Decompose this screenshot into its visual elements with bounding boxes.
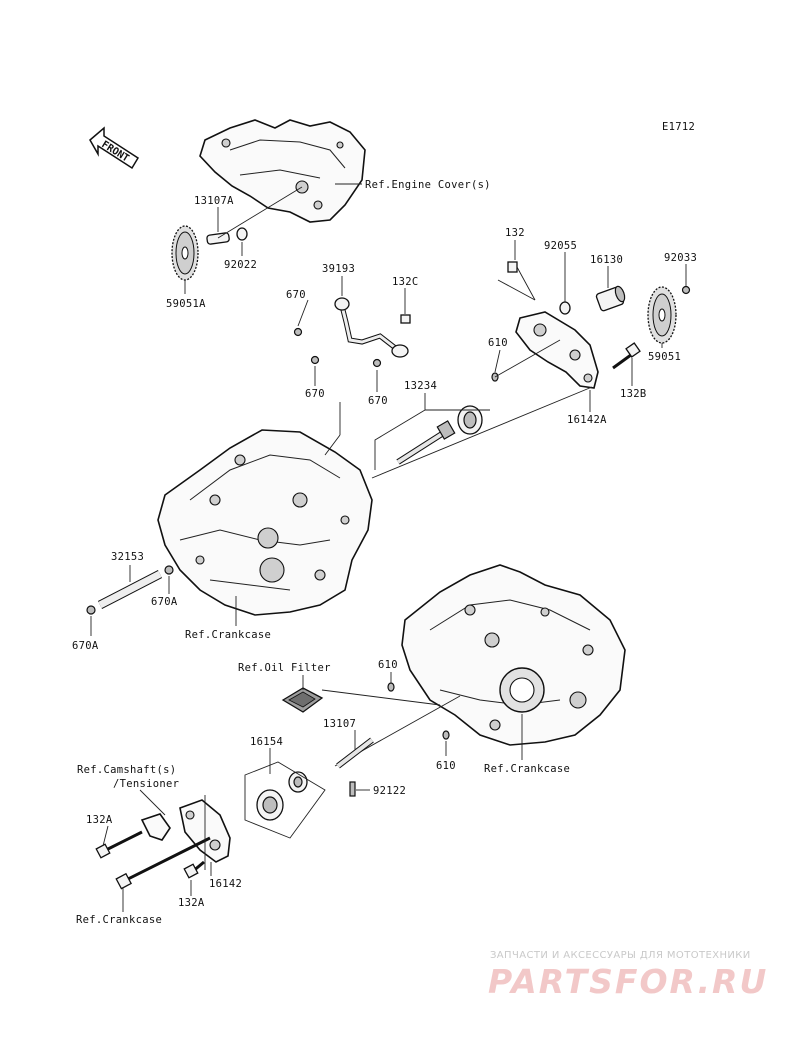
label-92055: 92055 xyxy=(544,240,577,252)
leader-lines xyxy=(90,183,687,912)
watermark-logo: PARTSFOR.RU xyxy=(488,962,769,1001)
tensioner-bracket xyxy=(140,813,171,841)
label-132B: 132B xyxy=(620,388,647,400)
o-ring-670A-a xyxy=(164,565,174,575)
label-59051A: 59051A xyxy=(166,298,206,310)
label-132A-a: 132A xyxy=(86,814,113,826)
label-132C: 132C xyxy=(392,276,419,288)
label-670A-a: 670A xyxy=(151,596,178,608)
shaft-16130 xyxy=(595,285,626,312)
washer-92055 xyxy=(559,301,571,315)
label-16130: 16130 xyxy=(590,254,623,266)
dowel-610-c xyxy=(442,730,450,740)
label-16142A: 16142A xyxy=(567,414,607,426)
shaft-13234 xyxy=(396,405,483,465)
label-16142: 16142 xyxy=(209,878,242,890)
label-ref-tensioner: /Tensioner xyxy=(113,778,179,790)
washer-92033 xyxy=(681,285,691,295)
o-ring-670A-b xyxy=(86,605,96,615)
label-670-b: 670 xyxy=(305,388,325,400)
watermark-subtitle: ЗАПЧАСТИ И АКСЕССУАРЫ ДЛЯ МОТОТЕХНИКИ xyxy=(490,950,751,961)
pin-13107A xyxy=(206,232,230,245)
crankcase-a-drawing xyxy=(157,429,373,616)
label-13234: 13234 xyxy=(404,380,437,392)
label-92033: 92033 xyxy=(664,252,697,264)
pipe-32153 xyxy=(97,570,163,609)
o-ring-670-b xyxy=(310,355,320,365)
label-92022: 92022 xyxy=(224,259,257,271)
label-610-c: 610 xyxy=(436,760,456,772)
label-39193: 39193 xyxy=(322,263,355,275)
o-ring-670-c xyxy=(372,358,382,368)
label-13107: 13107 xyxy=(323,718,356,730)
oil-filter-drawing xyxy=(281,687,324,713)
bolt-132A-a xyxy=(95,830,143,859)
shaft-13107 xyxy=(336,737,374,769)
o-ring-670-a xyxy=(293,327,303,337)
label-ref-engine-cover: Ref.Engine Cover(s) xyxy=(365,179,491,191)
label-13107A: 13107A xyxy=(194,195,234,207)
washer-92022 xyxy=(236,227,248,241)
engine-cover-drawing xyxy=(199,119,366,223)
label-ref-crankcase-c: Ref.Crankcase xyxy=(76,914,162,926)
label-670A-b: 670A xyxy=(72,640,99,652)
bolt-132A-b xyxy=(183,860,205,879)
label-ref-camshaft: Ref.Camshaft(s) xyxy=(77,764,176,776)
label-610-b: 610 xyxy=(378,659,398,671)
pump-body-16142A xyxy=(515,311,599,389)
label-670-c: 670 xyxy=(368,395,388,407)
label-16154: 16154 xyxy=(250,736,283,748)
label-670-a: 670 xyxy=(286,289,306,301)
label-132A-b: 132A xyxy=(178,897,205,909)
bolt-132B xyxy=(612,342,641,370)
label-ref-oil-filter: Ref.Oil Filter xyxy=(238,662,331,674)
label-132: 132 xyxy=(505,227,525,239)
label-32153: 32153 xyxy=(111,551,144,563)
label-610-a: 610 xyxy=(488,337,508,349)
dowel-610-b xyxy=(387,682,395,692)
gear-59051 xyxy=(647,286,677,344)
label-ref-crankcase-a: Ref.Crankcase xyxy=(185,629,271,641)
label-ref-crankcase-b: Ref.Crankcase xyxy=(484,763,570,775)
bolt-132 xyxy=(507,261,518,273)
rotor-16154 xyxy=(256,771,308,821)
label-59051: 59051 xyxy=(648,351,681,363)
pin-92122 xyxy=(349,781,356,797)
crankcase-b-drawing xyxy=(401,564,626,746)
front-arrow-icon: FRONT xyxy=(89,126,140,170)
bolt-132A-long xyxy=(115,836,211,890)
figure-code: E1712 xyxy=(662,121,695,133)
label-92122: 92122 xyxy=(373,785,406,797)
gear-59051A xyxy=(171,225,199,281)
oil-pipe-39193 xyxy=(334,297,411,358)
